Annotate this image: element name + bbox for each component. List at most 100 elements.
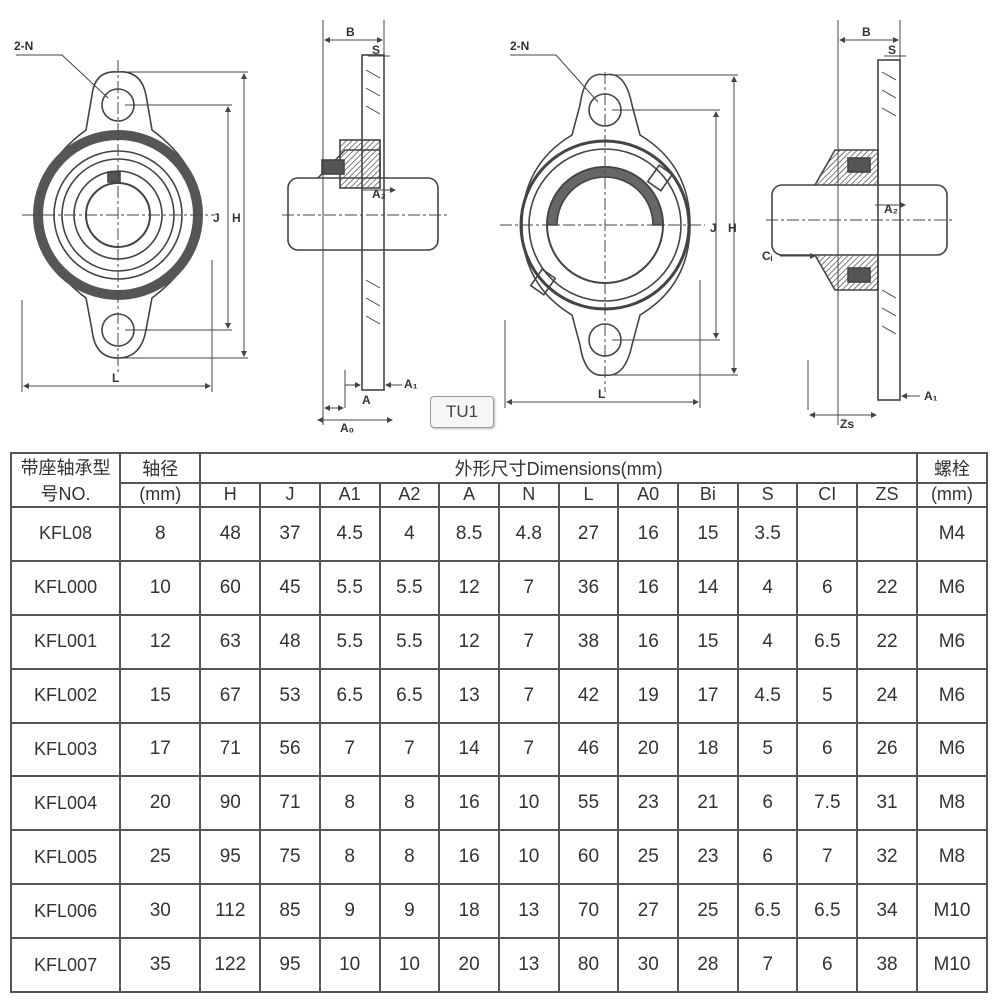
table-cell: 15: [677, 506, 739, 562]
table-cell: 95: [259, 937, 321, 993]
table-cell: 4: [378, 506, 441, 562]
table-cell: 9: [318, 883, 381, 939]
table-cell: 7: [796, 829, 859, 886]
table-cell: 25: [617, 829, 680, 886]
table-cell: 20: [119, 775, 202, 832]
header-dim-a2: A2: [378, 481, 441, 509]
table-cell: 63: [199, 613, 262, 670]
model-cell: KFL004: [9, 775, 122, 832]
table-cell: 8: [318, 829, 381, 886]
header-bolt: 螺栓: [915, 452, 989, 484]
dim-label-h-left: H: [232, 211, 241, 225]
table-cell: 10: [318, 937, 381, 993]
table-cell: 60: [199, 559, 262, 616]
front-view-right: [500, 54, 738, 408]
table-cell: 95: [199, 829, 262, 886]
table-cell: 7: [497, 721, 560, 778]
table-cell: 12: [438, 613, 500, 670]
header-dimensions: 外形尺寸Dimensions(mm): [199, 452, 918, 484]
table-cell: 31: [856, 775, 918, 832]
table-cell: 15: [119, 667, 202, 724]
model-cell: KFL08: [9, 506, 122, 562]
table-cell: 4: [736, 559, 799, 616]
callout-2n-right: 2-N: [510, 39, 529, 53]
table-cell: 5.5: [318, 613, 381, 670]
dim-label-b-right: B: [862, 25, 871, 39]
table-cell: 7: [736, 937, 799, 993]
dim-label-h-right: H: [728, 221, 737, 235]
table-cell: M6: [915, 667, 989, 724]
table-cell: 6: [796, 559, 859, 616]
dim-label-b-left: B: [346, 25, 355, 39]
table-cell: 6.5: [378, 667, 441, 724]
table-cell: 53: [259, 667, 321, 724]
front-view-left: [16, 54, 248, 392]
figure-badge: TU1: [430, 396, 494, 428]
table-cell: 6.5: [736, 883, 799, 939]
table-cell: 38: [557, 613, 620, 670]
dim-label-a2-left: A₂: [372, 187, 386, 201]
table-cell: 21: [677, 775, 739, 832]
dimension-table: 带座轴承型号NO. 轴径 外形尺寸Dimensions(mm) 螺栓 (mm) …: [9, 452, 989, 993]
table-cell: 16: [617, 559, 680, 616]
table-cell: [796, 506, 859, 562]
table-cell: 45: [259, 559, 321, 616]
dim-label-a1-right: A₁: [924, 389, 938, 403]
table-cell: 8: [318, 775, 381, 832]
side-view-right: [766, 20, 955, 425]
table-cell: M10: [915, 883, 989, 939]
table-cell: 30: [617, 937, 680, 993]
table-cell: 7: [497, 613, 560, 670]
table-cell: 14: [677, 559, 739, 616]
table-cell: 70: [557, 883, 620, 939]
table-cell: 16: [438, 829, 500, 886]
table-cell: 55: [557, 775, 620, 832]
header-bolt-unit: (mm): [915, 481, 989, 509]
table-cell: 8.5: [438, 506, 500, 562]
table-cell: 6.5: [796, 613, 859, 670]
table-cell: 5: [736, 721, 799, 778]
table-cell: 24: [856, 667, 918, 724]
table-cell: 35: [119, 937, 202, 993]
table-cell: 30: [119, 883, 202, 939]
table-cell: 60: [557, 829, 620, 886]
table-cell: 75: [259, 829, 321, 886]
dim-label-s-left: S: [372, 43, 380, 57]
model-cell: KFL006: [9, 883, 122, 939]
table-cell: 20: [438, 937, 500, 993]
model-cell: KFL003: [9, 721, 122, 778]
table-cell: 22: [856, 559, 918, 616]
table-cell: 8: [378, 775, 441, 832]
header-dim-zs: ZS: [856, 481, 918, 509]
table-cell: 17: [677, 667, 739, 724]
table-cell: 5.5: [318, 559, 381, 616]
table-cell: 13: [497, 883, 560, 939]
dim-label-l-left: L: [112, 371, 119, 385]
table-cell: 4: [736, 613, 799, 670]
header-dim-a0: A0: [617, 481, 680, 509]
table-cell: 37: [259, 506, 321, 562]
table-cell: 6.5: [318, 667, 381, 724]
table-cell: [856, 506, 918, 562]
table-cell: 13: [438, 667, 500, 724]
table-cell: 6.5: [796, 883, 859, 939]
dim-label-a2-right: A₂: [884, 202, 898, 216]
table-cell: 26: [856, 721, 918, 778]
table-cell: 71: [199, 721, 262, 778]
table-cell: 10: [378, 937, 441, 993]
table-cell: 67: [199, 667, 262, 724]
header-dim-j: J: [259, 481, 321, 509]
side-view-left: [282, 20, 450, 425]
header-shaft: 轴径: [119, 452, 202, 484]
table-cell: 3.5: [736, 506, 799, 562]
table-cell: 8: [119, 506, 202, 562]
header-dim-a1: A1: [318, 481, 381, 509]
table-cell: 7: [497, 667, 560, 724]
table-cell: 32: [856, 829, 918, 886]
table-cell: 90: [199, 775, 262, 832]
table-cell: M6: [915, 559, 989, 616]
table-cell: 5.5: [378, 613, 441, 670]
